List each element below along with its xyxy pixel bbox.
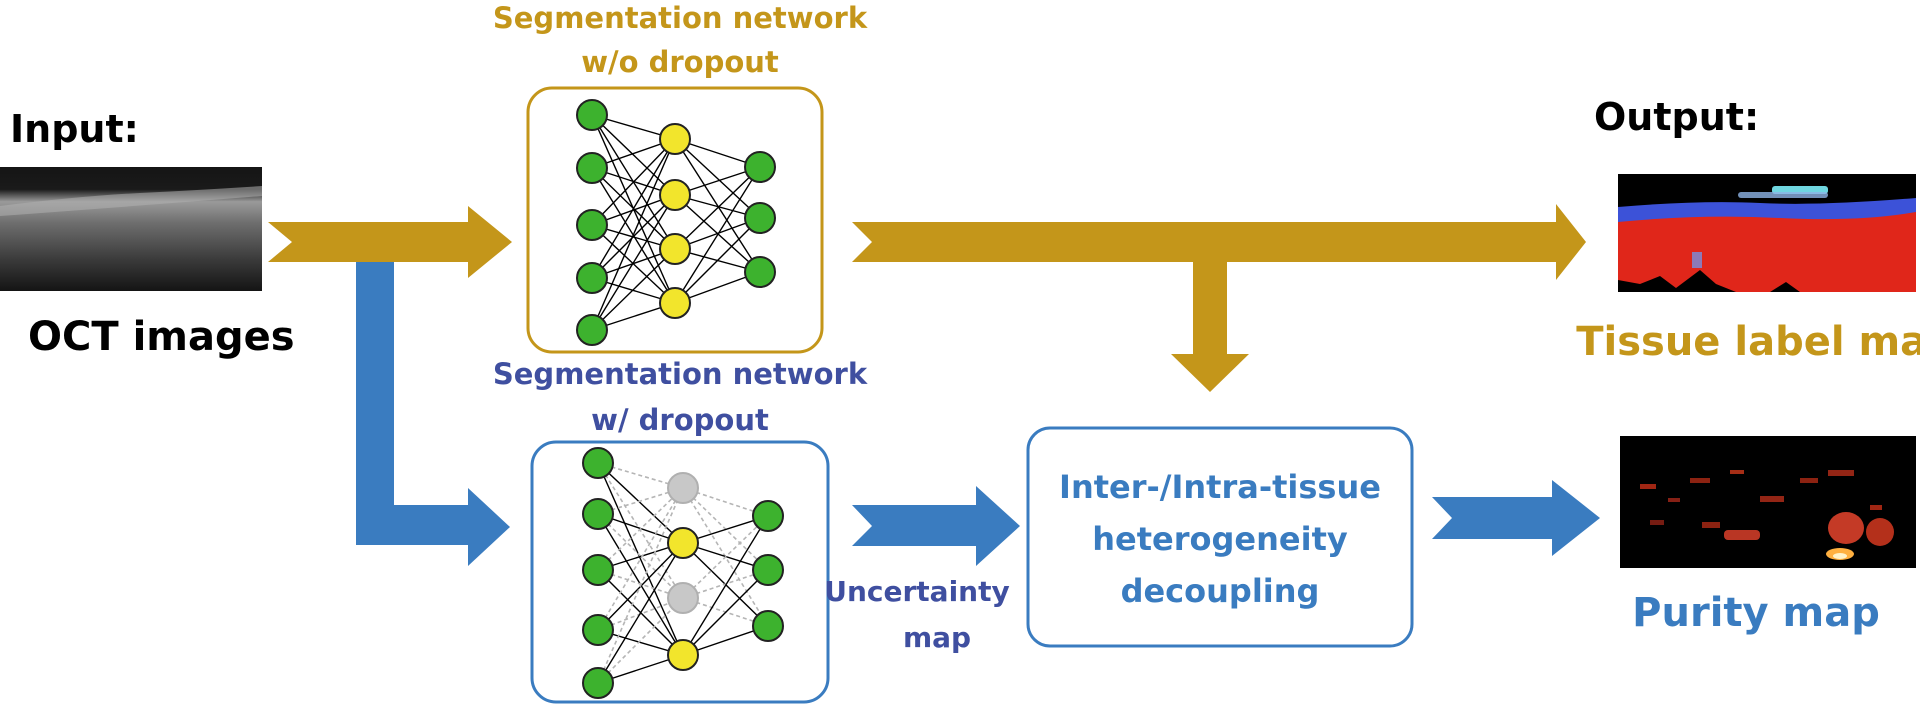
network-connection xyxy=(597,597,684,684)
bottom-network-title-line1: Segmentation network xyxy=(493,357,868,391)
neuron xyxy=(752,500,784,532)
network-connection xyxy=(674,166,761,304)
tissue-label-map-caption: Tissue label map xyxy=(1576,319,1920,365)
neuron xyxy=(582,447,614,479)
uncertainty-label-line1: Uncertainty xyxy=(824,575,1010,608)
network-connection xyxy=(591,138,676,331)
neuron xyxy=(582,667,614,699)
bottom-network-box xyxy=(530,440,830,704)
neuron xyxy=(576,262,608,294)
network-connection xyxy=(682,487,769,627)
network-connection xyxy=(682,569,769,656)
neuron xyxy=(582,498,614,530)
network-connection xyxy=(682,515,769,599)
network-connection xyxy=(591,138,676,279)
purity-map-caption: Purity map xyxy=(1632,590,1880,636)
neuron xyxy=(576,314,608,346)
neuron xyxy=(752,610,784,642)
arrow-decoupling-to-purity xyxy=(1432,480,1600,556)
top-network-title-line2: w/o dropout xyxy=(581,45,779,79)
network-connection xyxy=(597,487,684,684)
network-connection xyxy=(591,138,676,226)
network-connection xyxy=(591,248,676,331)
input-caption: OCT images xyxy=(28,314,295,360)
neuron xyxy=(582,614,614,646)
network-connection xyxy=(597,487,684,571)
bottom-network-title-line2: w/ dropout xyxy=(591,403,769,437)
tissue-label-map-image xyxy=(1618,174,1916,292)
top-network-box xyxy=(526,86,824,354)
uncertainty-label-line2: map xyxy=(903,621,971,654)
purity-map-image xyxy=(1620,436,1916,568)
network-connection xyxy=(591,194,676,279)
top-network-title-line1: Segmentation network xyxy=(493,1,868,35)
neuron xyxy=(752,554,784,586)
neuron xyxy=(744,256,776,288)
arrow-input-to-bottom-network xyxy=(356,262,510,566)
network-connection xyxy=(591,114,676,196)
input-heading: Input: xyxy=(10,107,139,151)
neuron xyxy=(744,151,776,183)
dropped-neuron xyxy=(667,582,699,614)
neuron xyxy=(659,233,691,265)
neuron xyxy=(576,152,608,184)
dropped-neuron xyxy=(667,472,699,504)
decoupling-label-line3: decoupling xyxy=(1121,572,1320,610)
neuron xyxy=(576,209,608,241)
neuron xyxy=(582,554,614,586)
network-connection xyxy=(597,542,684,684)
arrow-top-network-to-output xyxy=(852,204,1586,280)
top-network-graph xyxy=(576,99,776,346)
neuron xyxy=(659,123,691,155)
network-connection xyxy=(682,515,769,656)
network-connection xyxy=(674,138,761,219)
network-connection xyxy=(674,166,761,250)
decoupling-box xyxy=(1026,426,1414,648)
network-connection xyxy=(591,194,676,331)
decoupling-label-line1: Inter-/Intra-tissue xyxy=(1059,468,1381,506)
neuron xyxy=(667,527,699,559)
neuron xyxy=(576,99,608,131)
neuron xyxy=(744,202,776,234)
arrow-down-to-decoupling xyxy=(1171,262,1249,392)
output-heading: Output: xyxy=(1594,95,1759,139)
arrow-bottom-network-to-decoupling xyxy=(852,486,1020,566)
bottom-network-graph xyxy=(582,447,784,699)
network-connection xyxy=(597,462,684,656)
neuron xyxy=(659,179,691,211)
oct-image xyxy=(0,167,262,291)
network-connection xyxy=(674,138,761,273)
neuron xyxy=(659,287,691,319)
neuron xyxy=(667,639,699,671)
arrow-input-to-top-network xyxy=(268,206,512,278)
network-connection xyxy=(597,462,684,599)
network-connection xyxy=(674,217,761,304)
decoupling-label-line2: heterogeneity xyxy=(1092,520,1348,558)
network-connection xyxy=(597,462,684,544)
